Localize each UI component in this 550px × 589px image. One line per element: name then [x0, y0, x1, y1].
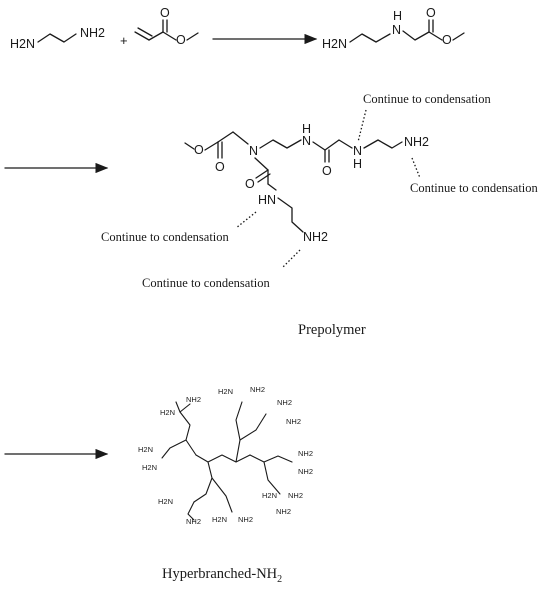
ethylenediamine-nh2-label: NH2	[80, 26, 105, 40]
prepolymer-structure: O O N H N O N H NH2 O HN NH2	[101, 92, 539, 290]
annotation-continue-top: Continue to condensation	[363, 92, 492, 106]
ethylenediamine-molecule: H2N NH2	[10, 26, 105, 51]
hb-label-4: H2N	[142, 463, 157, 472]
acrylate-oxygen-label: O	[160, 6, 170, 20]
prepolymer-central-nitrogen: N	[249, 144, 258, 158]
acrylate-vinyl-bond	[134, 31, 150, 41]
annotation-continue-right: Continue to condensation	[410, 181, 539, 195]
connector-left	[235, 211, 257, 229]
hb-label-3: H2N	[138, 445, 153, 454]
prepolymer-bond-a	[217, 131, 234, 143]
ethylenediamine-chain	[37, 33, 77, 43]
amidoamine-intermediate: H2N H N O O	[322, 6, 465, 51]
hb-arm-ul-b	[179, 403, 191, 413]
caption-product-main: Hyperbranched-NH	[162, 566, 278, 582]
annotation-continue-bottom: Continue to condensation	[142, 276, 271, 290]
ethylenediamine-h2n-label: H2N	[10, 37, 35, 51]
prepolymer-carbonyl-3	[255, 169, 269, 179]
hb-arm-ll	[193, 461, 213, 503]
connector-top	[357, 109, 367, 143]
hb-arm-ll-a	[187, 501, 195, 521]
hb-arm-lr	[263, 461, 281, 495]
hb-label-13: NH2	[298, 449, 313, 458]
hb-label-7: H2N	[212, 515, 227, 524]
hb-label-15: H2N	[262, 491, 277, 500]
caption-product: Hyperbranched-NH2	[162, 566, 282, 585]
prepolymer-nh2-bottom: NH2	[303, 230, 328, 244]
prepolymer-branch-3	[267, 183, 277, 191]
hb-label-10: NH2	[250, 385, 265, 394]
caption-prepolymer: Prepolymer	[298, 322, 366, 338]
prepolymer-chain-end	[363, 139, 403, 149]
acrylate-ester-bond	[162, 31, 177, 41]
caption-product-subscript: 2	[277, 574, 282, 585]
hb-label-12: NH2	[286, 417, 301, 426]
acrylate-chain-bond	[148, 31, 164, 41]
hb-label-17: NH2	[276, 507, 291, 516]
hb-label-8: NH2	[238, 515, 253, 524]
hb-label-5: H2N	[158, 497, 173, 506]
plus-sign: +	[120, 33, 128, 48]
hb-label-16: NH2	[288, 491, 303, 500]
connector-bottom	[281, 249, 301, 269]
annotation-continue-left: Continue to condensation	[101, 230, 230, 244]
prepolymer-branch-chain	[277, 197, 304, 233]
prepolymer-nh2-right: NH2	[404, 135, 429, 149]
prepolymer-bond-d	[324, 139, 340, 151]
hb-core	[195, 454, 251, 463]
hb-arm-lc	[211, 477, 233, 513]
hb-label-6: NH2	[186, 517, 201, 526]
prepolymer-oxygen-1: O	[215, 160, 225, 174]
prepolymer-oxygen-3: O	[245, 177, 255, 191]
methyl-acrylate-molecule: O O	[134, 6, 199, 47]
hb-arm-ur-b	[239, 413, 267, 441]
prepolymer-oxygen-2: O	[322, 164, 332, 178]
prepolymer-bond-b	[232, 131, 249, 145]
prepolymer-h-amide-1: H	[302, 122, 311, 136]
acrylate-ester-oxygen: O	[176, 33, 186, 47]
acrylate-methyl-bond	[186, 32, 199, 41]
hb-arm-l	[161, 439, 187, 459]
prepolymer-h-amine-2: H	[353, 157, 362, 171]
hb-arm-ul-a	[175, 401, 181, 413]
hb-arm-ul	[179, 411, 197, 456]
hb-arm-ur	[235, 401, 243, 463]
intermediate-chain-1	[349, 33, 391, 43]
hyperbranched-structure: H2N NH2 H2N H2N H2N NH2 H2N NH2 H2N NH2 …	[138, 385, 313, 526]
prepolymer-ester-oxygen: O	[194, 143, 204, 157]
prepolymer-branch-1	[254, 157, 269, 171]
connector-right	[411, 157, 421, 179]
prepolymer-hn-label: HN	[258, 193, 276, 207]
intermediate-h2n-label: H2N	[322, 37, 347, 51]
prepolymer-n-amine-2: N	[353, 144, 362, 158]
hb-label-2: NH2	[186, 395, 201, 404]
intermediate-n-label: N	[392, 23, 401, 37]
prepolymer-methyl-bond	[184, 142, 195, 150]
acrylate-vinyl-double	[137, 27, 153, 37]
hb-label-14: NH2	[298, 467, 313, 476]
intermediate-chain-2	[402, 30, 430, 41]
hb-label-1: H2N	[160, 408, 175, 417]
intermediate-methyl-bond	[452, 32, 465, 41]
intermediate-h-label: H	[393, 9, 402, 23]
hb-label-11: NH2	[277, 398, 292, 407]
prepolymer-ester-bond	[204, 141, 219, 151]
prepolymer-bond-c	[312, 141, 326, 151]
intermediate-ester-oxygen: O	[442, 33, 452, 47]
prepolymer-n-amide-1: N	[302, 134, 311, 148]
prepolymer-bond-e	[338, 139, 353, 149]
prepolymer-chain-right	[259, 139, 302, 149]
hb-label-9: H2N	[218, 387, 233, 396]
prepolymer-carbonyl-3-double	[257, 173, 271, 183]
hb-arm-r	[249, 454, 293, 463]
intermediate-oxygen-label: O	[426, 6, 436, 20]
intermediate-ester-bond	[428, 31, 443, 41]
